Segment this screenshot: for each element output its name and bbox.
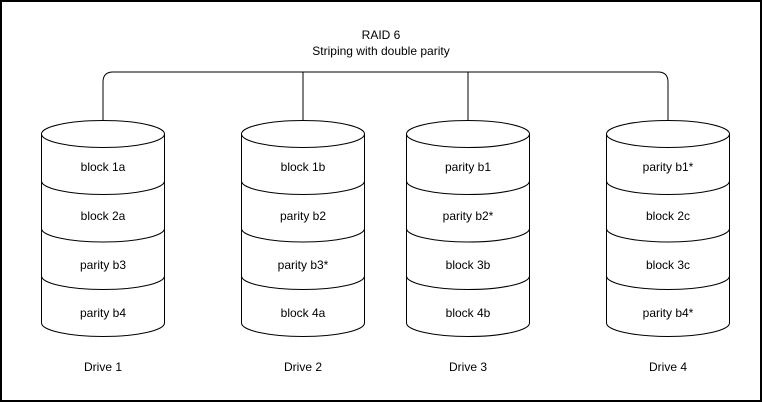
block-label: block 3b bbox=[445, 258, 491, 272]
block-label: parity b2 bbox=[279, 209, 327, 223]
block-label: parity b3* bbox=[277, 258, 329, 272]
connector-lines bbox=[102, 71, 669, 123]
drive-4: parity b1* block 2c block 3c parity b4* … bbox=[606, 120, 730, 385]
drive-cylinder-icon bbox=[606, 120, 730, 337]
drive-name: Drive 3 bbox=[448, 360, 487, 374]
drive-name: Drive 1 bbox=[83, 360, 122, 374]
block-label: parity b1* bbox=[642, 160, 694, 174]
block-label: block 2a bbox=[80, 209, 126, 223]
drive-name: Drive 2 bbox=[283, 360, 322, 374]
block-label: block 4b bbox=[445, 306, 491, 320]
drive-2: block 1b parity b2 parity b3* block 4a D… bbox=[241, 120, 365, 385]
drive-3: parity b1 parity b2* block 3b block 4b D… bbox=[406, 120, 530, 385]
block-label: block 1a bbox=[80, 160, 126, 174]
block-label: block 1b bbox=[280, 160, 326, 174]
block-label: block 2c bbox=[645, 209, 691, 223]
drive-name: Drive 4 bbox=[648, 360, 687, 374]
block-label: parity b4 bbox=[79, 306, 127, 320]
title-line-2: Striping with double parity bbox=[312, 44, 450, 58]
block-label: parity b4* bbox=[642, 306, 694, 320]
drive-cylinder-icon bbox=[406, 120, 530, 337]
drive-cylinder-icon bbox=[41, 120, 165, 337]
block-label: parity b1 bbox=[444, 160, 492, 174]
block-label: parity b2* bbox=[442, 209, 494, 223]
block-label: block 3c bbox=[645, 258, 691, 272]
drive-1: block 1a block 2a parity b3 parity b4 Dr… bbox=[41, 120, 165, 385]
diagram-title: RAID 6 Striping with double parity bbox=[2, 27, 760, 59]
drive-cylinder-icon bbox=[241, 120, 365, 337]
block-label: parity b3 bbox=[79, 258, 127, 272]
block-label: block 4a bbox=[280, 306, 326, 320]
title-line-1: RAID 6 bbox=[361, 28, 401, 42]
